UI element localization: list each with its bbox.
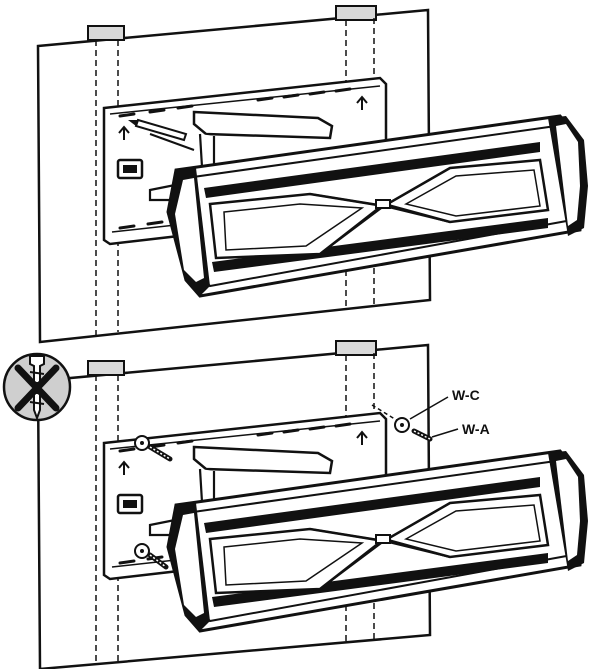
washer-screw-bottom-left: [134, 543, 169, 570]
leader-line-screw: [431, 428, 459, 438]
washer-screw-right: [371, 404, 433, 442]
label-screw: W-A: [462, 421, 490, 437]
pencil-icon: [128, 118, 195, 151]
step-2-panel: W-C W-A: [36, 340, 590, 669]
washer-screw-top-left: [134, 435, 173, 462]
label-washer: W-C: [452, 387, 480, 403]
step-1-panel: [36, 5, 590, 344]
leader-line-washer: [409, 396, 449, 420]
no-drywall-anchor-icon: [2, 352, 72, 422]
